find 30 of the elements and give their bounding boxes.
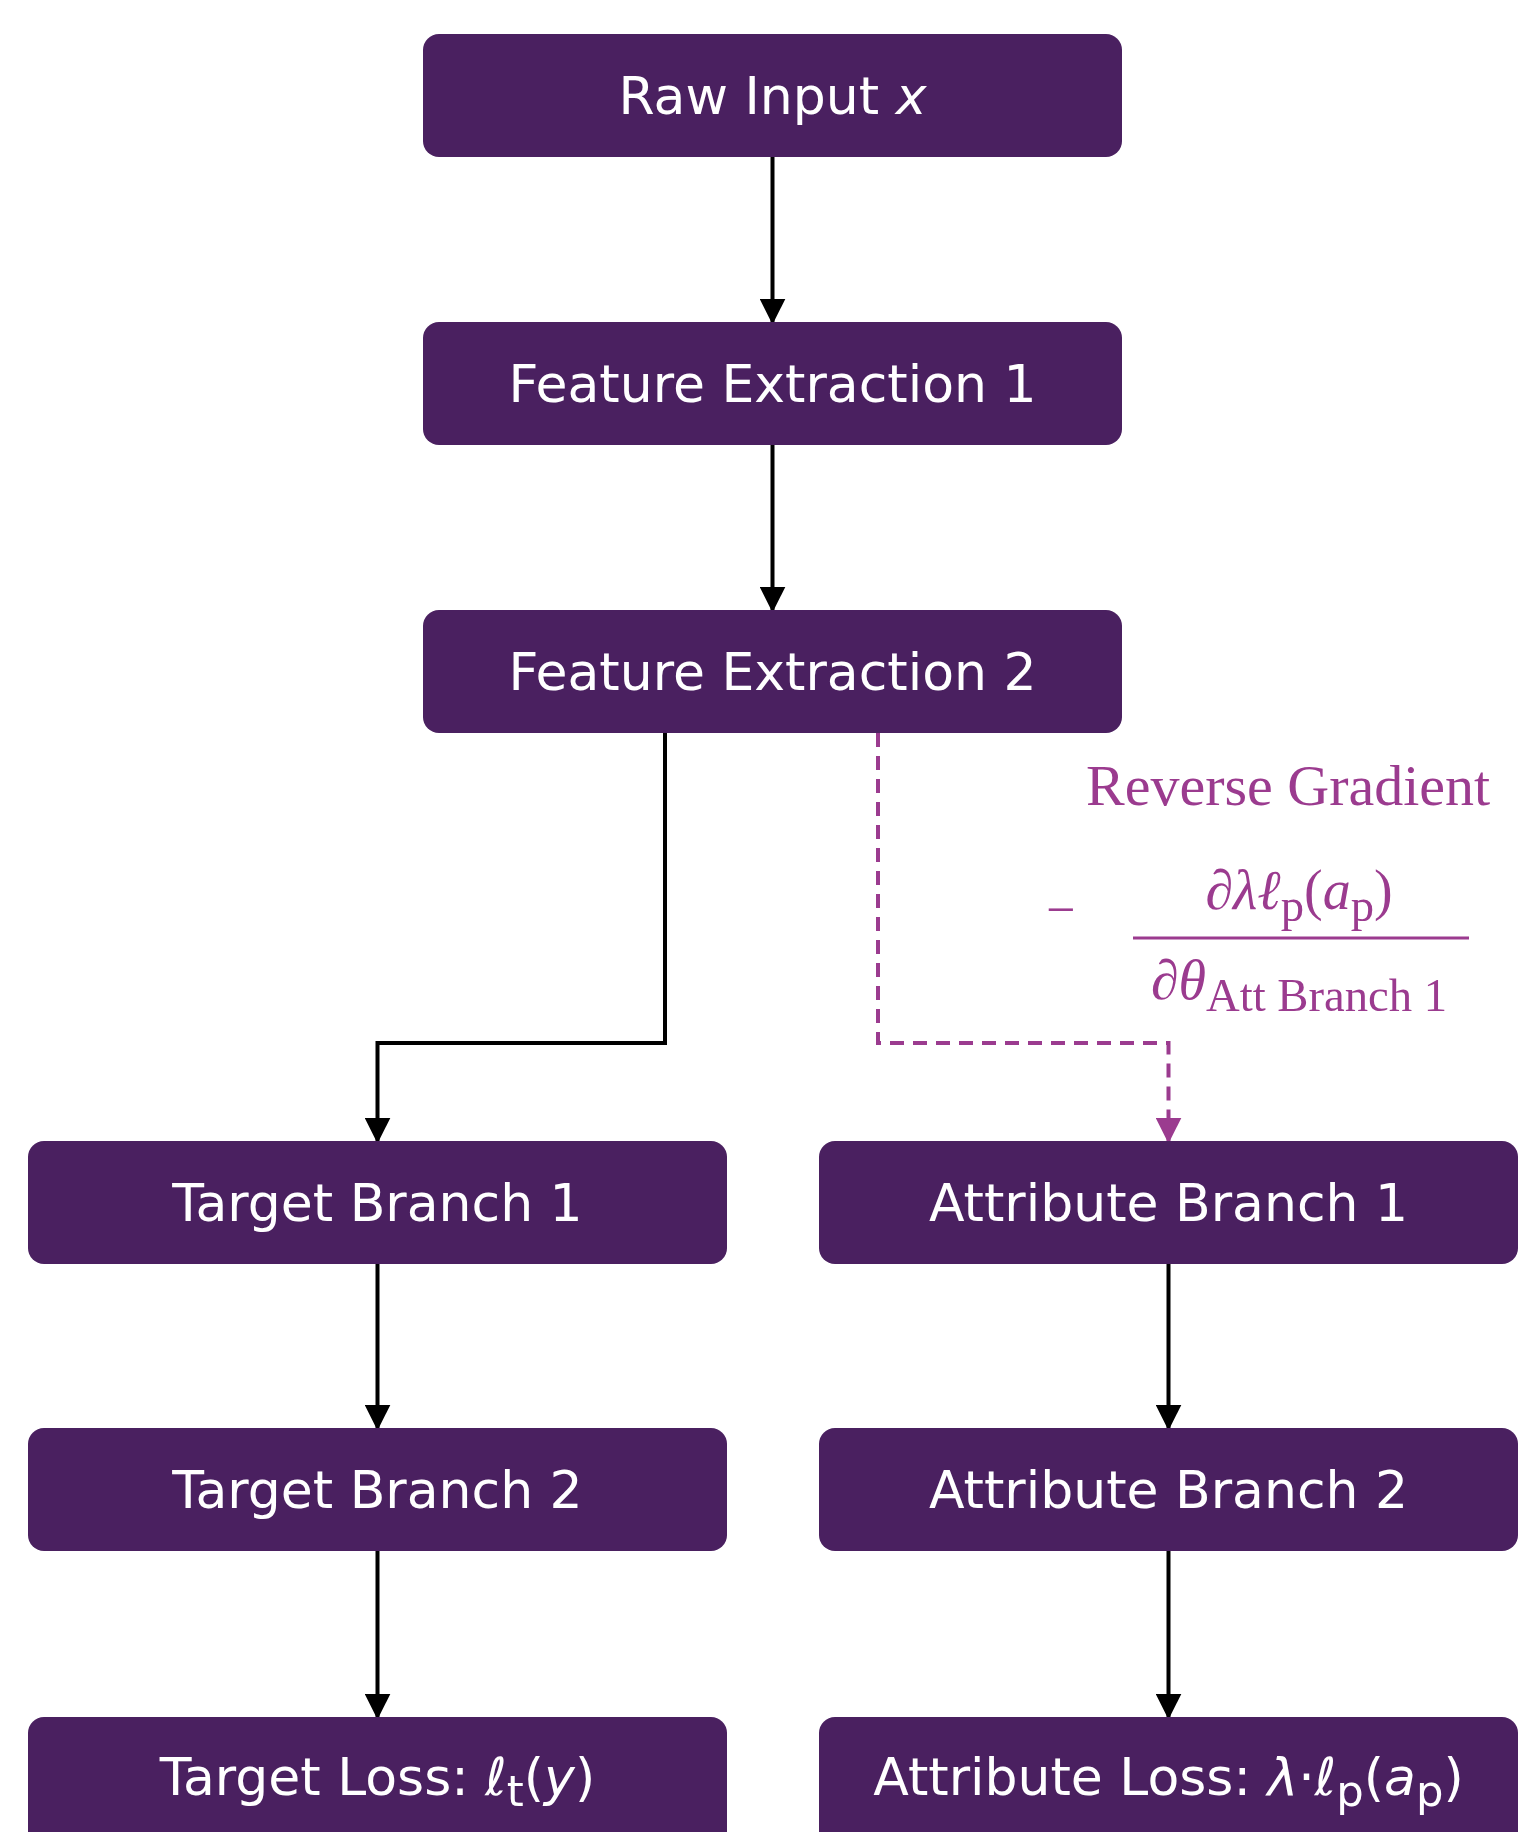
process-box [819, 1428, 1518, 1551]
arrow [1155, 1264, 1182, 1431]
box-label: Target Loss: ℓ$_{t}$(y) [159, 1747, 596, 1817]
fraction-denominator: ∂θ$_{Att Branch 1}$ [1150, 948, 1448, 1023]
arrow [1155, 1551, 1182, 1720]
box-label: Feature Extraction 2 [508, 641, 1037, 702]
process-box [423, 610, 1122, 733]
fraction-numerator: ∂λℓ$_{p}$(a$_{p}$) [1205, 858, 1393, 933]
process-box [423, 322, 1122, 445]
box-label: Attribute Branch 2 [928, 1459, 1409, 1520]
process-box [28, 1717, 727, 1832]
edge-label: Reverse Gradient [1086, 752, 1491, 819]
box-label: Feature Extraction 1 [508, 353, 1037, 414]
arrow [364, 733, 667, 1144]
box-label: Raw Input x [618, 65, 927, 126]
box-label: Attribute Loss: λ·ℓ$_{p}$(a$_{p}$) [873, 1747, 1464, 1817]
box-label: Target Branch 2 [172, 1459, 583, 1520]
box-label: Attribute Branch 1 [928, 1172, 1409, 1233]
process-box [28, 1141, 727, 1264]
arrow [876, 733, 1182, 1144]
process-box [28, 1428, 727, 1551]
box-label: Target Branch 1 [172, 1172, 583, 1233]
arrow [364, 1551, 391, 1720]
arrow [759, 157, 786, 325]
minus-sign: − [1046, 880, 1076, 939]
process-box [819, 1717, 1518, 1832]
arrow [364, 1264, 391, 1431]
process-box [819, 1141, 1518, 1264]
arrow [759, 445, 786, 613]
process-box [423, 34, 1122, 157]
